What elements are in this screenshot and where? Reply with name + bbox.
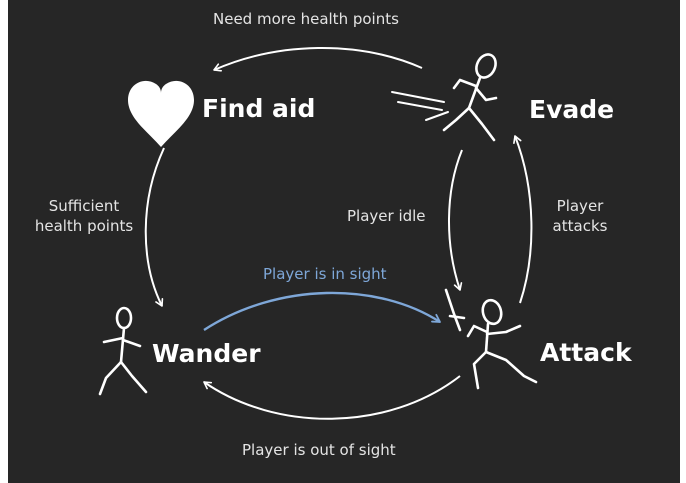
transition-label-player-idle: Player idle xyxy=(347,207,426,225)
transition-label-need-more-health: Need more health points xyxy=(213,10,399,28)
arrow-evade-to-attack xyxy=(448,149,463,291)
transition-label-sufficient-health: Sufficient health points xyxy=(22,196,146,236)
diagram-canvas xyxy=(98,46,538,420)
arrow-evade-to-find-aid xyxy=(213,46,423,72)
arrow-wander-to-attack xyxy=(203,291,441,332)
transition-label-player-in-sight: Player is in sight xyxy=(263,265,387,283)
transition-label-line: health points xyxy=(34,217,134,235)
state-attack-label: Attack xyxy=(540,338,632,367)
transition-label-player-attacks: Player attacks xyxy=(544,196,616,236)
sword-stick-figure-icon xyxy=(444,288,538,390)
running-stick-figure-icon xyxy=(391,53,498,142)
walking-stick-figure-icon xyxy=(98,306,148,396)
transition-label-player-out-of-sight: Player is out of sight xyxy=(242,441,396,459)
state-find-aid-label: Find aid xyxy=(202,94,316,123)
state-machine-diagram: Find aid Evade Wander Attack Need more h… xyxy=(8,0,680,483)
transition-label-line: attacks xyxy=(552,217,608,235)
heart-icon xyxy=(128,80,194,147)
arrow-attack-to-wander xyxy=(203,375,461,420)
transition-label-line: Player xyxy=(556,197,604,215)
arrow-find-aid-to-wander xyxy=(144,147,165,307)
transition-label-line: Sufficient xyxy=(48,197,120,215)
state-evade-label: Evade xyxy=(529,95,615,124)
state-wander-label: Wander xyxy=(152,339,261,368)
arrow-attack-to-evade xyxy=(513,135,533,304)
